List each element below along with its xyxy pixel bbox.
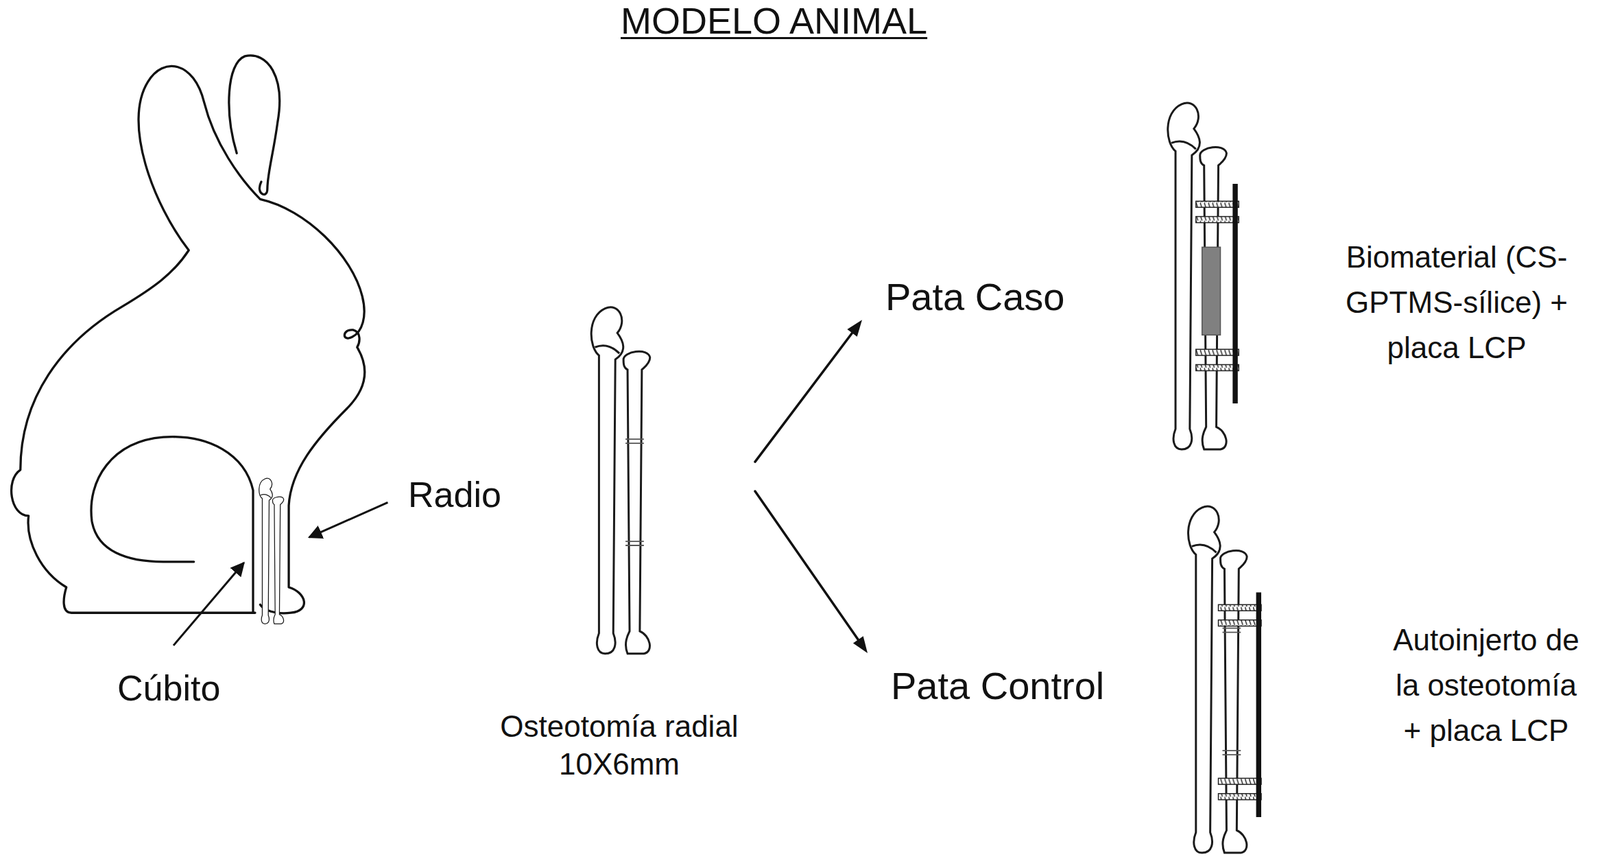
screw (1196, 216, 1239, 223)
osteotomy-marks (625, 438, 644, 546)
screw (1196, 200, 1239, 208)
rabbit-ear (229, 55, 280, 195)
step-label: Pata Caso (885, 273, 1066, 320)
flow-node: Pata Caso (882, 270, 1068, 323)
annotation-label: Autoinjerto de la osteotomía + placa LCP (1386, 617, 1586, 754)
screw (1218, 604, 1262, 611)
rabbit-body (11, 65, 365, 614)
rabbit-hind-leg (91, 436, 254, 614)
flow-arrow (755, 491, 868, 653)
screw (1196, 364, 1239, 371)
lcp-plate (1232, 183, 1238, 404)
forearm-bones (1188, 506, 1248, 853)
forearm-bones (1167, 102, 1227, 450)
lcp-plate (1256, 591, 1262, 817)
rabbit-forearm-bones (259, 478, 284, 624)
annotation-label: Radio (408, 473, 502, 516)
screw (1196, 349, 1239, 356)
screw (1218, 619, 1262, 627)
screw (1218, 793, 1262, 800)
annotation-label: Biomaterial (CS- GPTMS-sílice) + placa L… (1322, 234, 1591, 371)
step-label: Pata Control (890, 662, 1105, 709)
arrow-line (755, 331, 854, 462)
flow-node: Pata Control (888, 659, 1107, 712)
arrow-head (853, 635, 868, 653)
arrow-head (846, 319, 863, 337)
forearm-bones (591, 307, 651, 654)
screw (1218, 777, 1262, 784)
leader-line (309, 502, 389, 537)
flow-node: Osteotomía radial 10X6mm (488, 294, 750, 786)
flow-arrow (755, 319, 863, 462)
rabbit-outline (11, 55, 365, 614)
biomaterial-graft (1202, 246, 1221, 335)
osteotomy-marks (1222, 628, 1241, 756)
step-label: Osteotomía radial 10X6mm (491, 707, 747, 783)
arrow-line (755, 491, 859, 641)
leader-line (173, 562, 245, 646)
diagram-title: MODELO ANIMAL (620, 1, 928, 41)
annotation-label: Cúbito (117, 666, 221, 710)
